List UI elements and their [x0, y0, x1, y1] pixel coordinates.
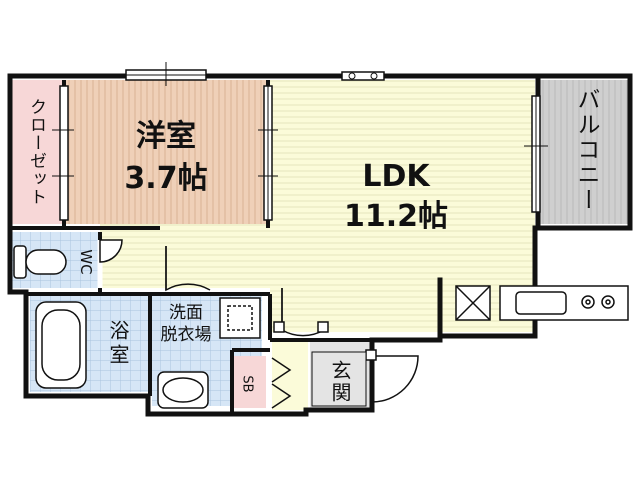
window-top-ldk [341, 71, 385, 81]
ldk-name: LDK [362, 159, 431, 194]
washroom-label-line2: 脱衣場 [161, 325, 212, 345]
hall-floor [272, 340, 308, 410]
sb-label: SB [240, 375, 255, 392]
fridge-space [455, 285, 491, 321]
door-washroom [165, 246, 211, 292]
closet-floor [12, 80, 64, 224]
ldk-floor [270, 80, 535, 332]
washroom-label-line1: 洗面 [169, 303, 203, 323]
door-hall [273, 288, 329, 337]
western-room-name: 洋室 [136, 119, 196, 154]
door-wc [97, 239, 123, 288]
wc-label: WC [77, 249, 95, 274]
closet-label: クローゼット [26, 98, 46, 206]
sb-floor [234, 356, 266, 408]
ldk-floor-lower-left [100, 224, 272, 288]
bathtub [35, 301, 87, 389]
balcony-label: バルコニー [573, 88, 600, 213]
toilet [13, 245, 67, 279]
ldk-size: 11.2帖 [344, 199, 448, 234]
entrance-step [311, 351, 367, 407]
western-room-floor [64, 80, 270, 224]
window-western-right [258, 85, 278, 221]
washing-machine [219, 297, 261, 339]
balcony-floor [540, 80, 630, 224]
window-top-western [125, 62, 207, 86]
entrance-label: 玄関 [328, 360, 352, 404]
western-room-size: 3.7帖 [124, 161, 207, 196]
door-sb [271, 357, 292, 409]
closet-doors [52, 85, 74, 221]
window-balcony [524, 95, 548, 213]
bath-label: 浴室 [106, 320, 130, 368]
washbasin [157, 371, 209, 409]
kitchen-counter [499, 285, 629, 321]
